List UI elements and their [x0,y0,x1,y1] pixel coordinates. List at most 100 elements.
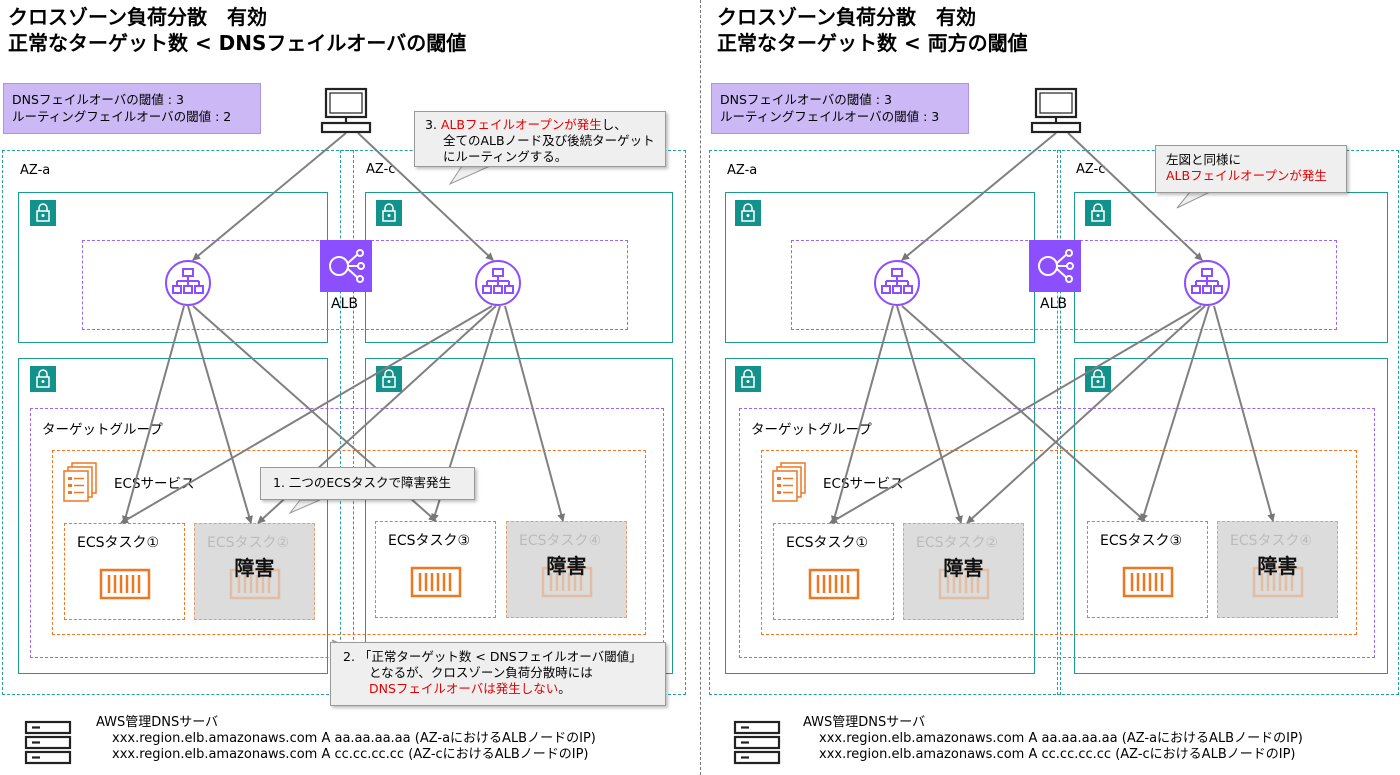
left-dns-record-1: xxx.region.elb.amazonaws.com A aa.aa.aa.… [112,731,596,746]
right-subnet-a-private [725,358,1035,674]
right-ecs-task-4-failed: ECSタスク④ 障害 [1217,521,1338,618]
left-title-line2: 正常なターゲット数 < DNSフェイルオーバの閾値 [8,31,467,55]
left-threshold-routing: ルーティングフェイルオーバの閾値 : 2 [12,109,232,124]
left-task-2-label: ECSタスク② [207,535,290,551]
callout2-tail: 。 [558,681,571,696]
right-az-c-label: AZ-c [1076,162,1106,177]
ecs-task-container-icon [99,568,151,600]
right-dns-record-2: xxx.region.elb.amazonaws.com A cc.cc.cc.… [819,747,1296,762]
left-alb-label: ALB [331,296,358,312]
right-connection-arrows [733,87,1276,765]
alb-icon [1029,240,1081,292]
right-threshold-box: DNSフェイルオーバの閾値 : 3 ルーティングフェイルオーバの閾値 : 3 [711,83,969,134]
right-panel: クロスゾーン負荷分散 有効 正常なターゲット数 < 両方の閾値 DNSフェイルオ… [705,0,1400,775]
right-callout-red: ALBフェイルオープンが発生 [1166,168,1327,183]
left-subnet-a-private [18,358,328,674]
right-dns-info: AWS管理DNSサーバ xxx.region.elb.amazonaws.com… [803,715,1303,763]
ecs-task-container-icon [1122,566,1174,598]
right-threshold-routing: ルーティングフェイルオーバの閾値 : 3 [720,109,940,124]
right-task-2-failed-label: 障害 [943,556,984,580]
callout3-line3: にルーティングする。 [443,149,568,164]
left-task-4-failed-label: 障害 [546,554,587,578]
alb-node-icon [874,260,920,306]
left-ecs-task-2-failed: ECSタスク② 障害 [194,523,315,620]
callout3-line2: 全てのALBノード及び後続ターゲット [443,133,655,148]
subnet-lock-icon [1085,200,1111,226]
left-dns-info: AWS管理DNSサーバ xxx.region.elb.amazonaws.com… [96,715,596,763]
left-title-line1: クロスゾーン負荷分散 有効 [8,5,267,29]
client-computer-icon [1030,87,1082,134]
left-panel: クロスゾーン負荷分散 有効 正常なターゲット数 < DNSフェイルオーバの閾値 … [2,4,686,765]
left-ecs-task-1: ECSタスク① [64,523,185,620]
alb-node-icon [1184,260,1230,306]
callout2-red: DNSフェイルオーバは発生しない [369,681,559,696]
right-subnet-c-private [1074,358,1388,674]
ecs-service-icon [769,460,813,508]
left-dns-record-2: xxx.region.elb.amazonaws.com A cc.cc.cc.… [112,747,589,762]
right-dns-record-1: xxx.region.elb.amazonaws.com A aa.aa.aa.… [819,731,1303,746]
subnet-lock-icon [30,200,56,226]
left-task-1-label: ECSタスク① [77,535,160,551]
client-computer-icon [320,87,372,134]
right-ecs-service [761,450,1357,635]
right-az-a-label: AZ-a [727,163,758,178]
right-callout-line1: 左図と同様に [1166,152,1242,167]
panel-divider [700,0,701,775]
ecs-task-container-icon [541,566,593,598]
right-ecs-task-3: ECSタスク③ [1087,521,1208,618]
right-task-3-label: ECSタスク③ [1100,533,1183,549]
right-target-group [739,408,1375,658]
subnet-lock-icon [30,366,56,392]
left-threshold-box: DNSフェイルオーバの閾値 : 3 ルーティングフェイルオーバの閾値 : 2 [3,83,261,134]
ecs-task-container-icon [229,568,281,600]
right-task-4-label: ECSタスク④ [1230,533,1313,549]
left-target-group-label: ターゲットグループ [42,422,163,438]
right-alb-label: ALB [1040,296,1067,312]
ecs-task-container-icon [938,568,990,600]
dns-server-icon [24,720,72,765]
left-az-c-label: AZ-c [366,162,396,177]
right-title: クロスゾーン負荷分散 有効 正常なターゲット数 < 両方の閾値 [717,4,1028,56]
right-target-group-label: ターゲットグループ [751,422,872,438]
right-ecs-task-2-failed: ECSタスク② 障害 [903,523,1024,620]
right-threshold-dns: DNSフェイルオーバの閾値 : 3 [720,92,892,107]
ecs-task-container-icon [1252,566,1304,598]
ecs-task-container-icon [410,566,462,598]
left-title: クロスゾーン負荷分散 有効 正常なターゲット数 < DNSフェイルオーバの閾値 [8,4,466,56]
right-task-4-failed-label: 障害 [1257,554,1298,578]
left-task-3-label: ECSタスク③ [388,533,471,549]
ecs-task-container-icon [808,568,860,600]
alb-node-icon [475,260,521,306]
left-callout-failopen: 3. ALBフェイルオープンが発生し、 全てのALBノード及び後続ターゲット に… [414,111,666,167]
callout1-text: 1. 二つのECSタスクで障害発生 [273,475,451,490]
callout3-prefix: 3. [425,117,441,132]
subnet-lock-icon [735,366,761,392]
alb-icon [320,240,372,292]
right-dns-server-label: AWS管理DNSサーバ [803,715,926,730]
left-task-4-label: ECSタスク④ [519,533,602,549]
right-az-a [709,150,1061,695]
left-task-2-failed-label: 障害 [234,556,275,580]
right-title-line2: 正常なターゲット数 < 両方の閾値 [717,31,1028,55]
right-task-2-label: ECSタスク② [916,535,999,551]
left-dns-server-label: AWS管理DNSサーバ [96,715,219,730]
right-callout-failopen: 左図と同様に ALBフェイルオープンが発生 [1155,145,1347,193]
right-title-line1: クロスゾーン負荷分散 有効 [717,5,976,29]
left-ecs-task-4-failed: ECSタスク④ 障害 [506,521,627,618]
callout2-line2: となるが、クロスゾーン負荷分散時には [369,665,593,680]
callout3-red: ALBフェイルオープンが発生 [440,117,602,132]
left-ecs-service [52,450,646,635]
right-task-1-label: ECSタスク① [786,535,869,551]
subnet-lock-icon [376,200,402,226]
left-az-a [2,150,354,695]
ecs-service-icon [60,460,104,508]
left-callout-dns: 2. 「正常ターゲット数 < DNSフェイルオーバ閾値」 となるが、クロスゾーン… [330,642,666,706]
right-ecs-task-1: ECSタスク① [773,523,894,620]
alb-node-icon [165,260,211,306]
left-callout-failure: 1. 二つのECSタスクで障害発生 [260,467,475,500]
left-az-a-label: AZ-a [20,163,51,178]
subnet-lock-icon [735,200,761,226]
callout3-tail: し、 [601,117,627,132]
callout2-line1: 2. 「正常ターゲット数 < DNSフェイルオーバ閾値」 [343,649,642,664]
left-threshold-dns: DNSフェイルオーバの閾値 : 3 [12,92,184,107]
